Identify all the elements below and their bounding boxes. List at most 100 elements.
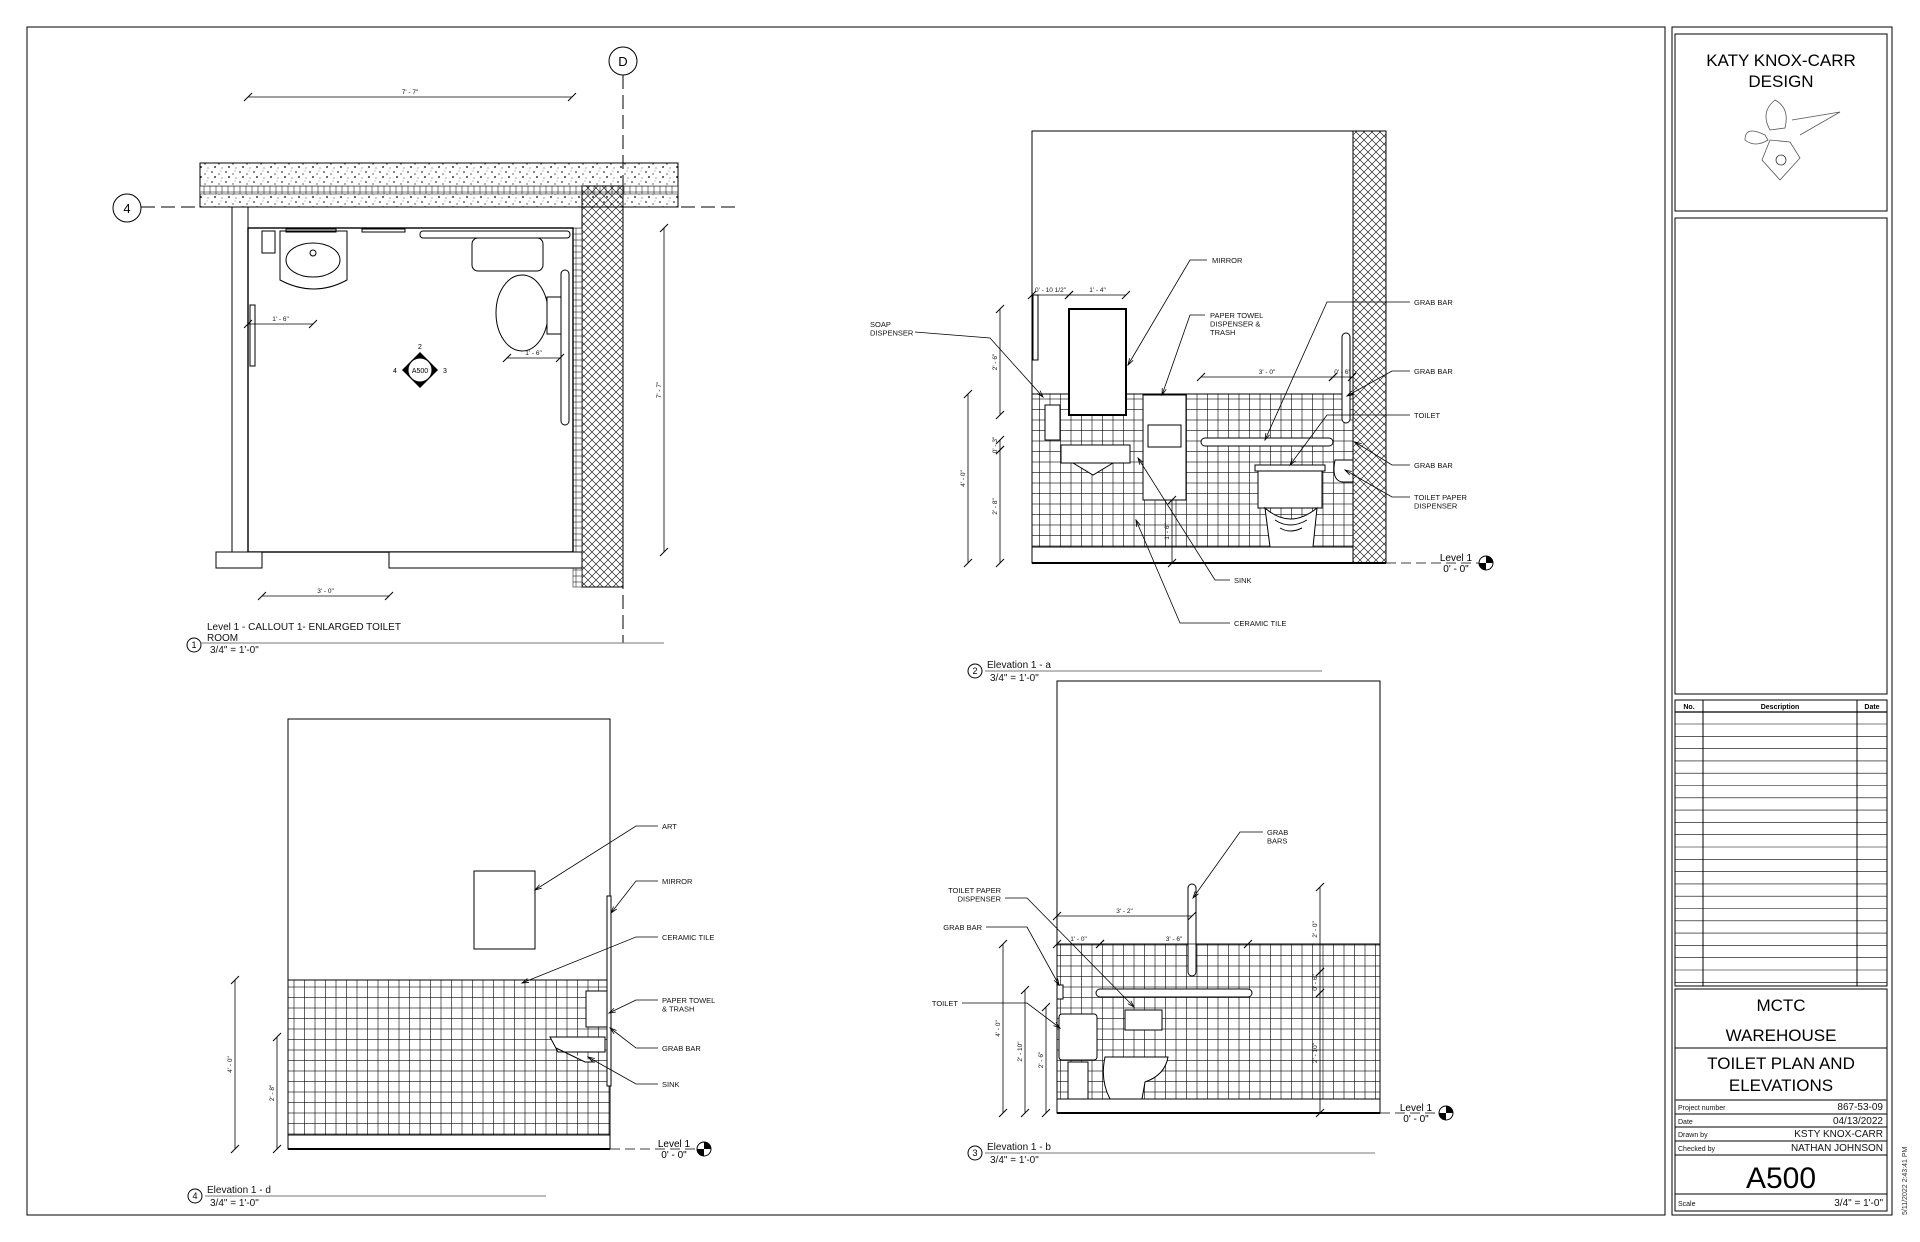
level-datum-fill bbox=[1479, 556, 1493, 570]
door-mirror bbox=[249, 304, 256, 367]
view-number-bubble bbox=[967, 663, 983, 679]
dimension: 1' - 6" bbox=[502, 350, 565, 363]
annotation-label: SINK bbox=[586, 1056, 680, 1089]
dimension-tick bbox=[1095, 939, 1105, 949]
dimension-text: 2' - 10" bbox=[1017, 1041, 1024, 1062]
view-title: Elevation 1 - b bbox=[987, 1142, 1051, 1153]
dimension-text: 4' - 0" bbox=[227, 1056, 234, 1073]
leader-arrow bbox=[1127, 1000, 1135, 1008]
leader-arrow bbox=[1137, 456, 1144, 465]
leader-line bbox=[1005, 897, 1135, 1008]
sink bbox=[279, 230, 348, 290]
leader-line bbox=[1346, 370, 1410, 397]
dimension-text: 0' - 6" bbox=[1312, 974, 1319, 991]
annotation-label: GRAB BAR bbox=[1264, 298, 1453, 442]
elevation-callout[interactable]: A500 2 3 4 bbox=[393, 344, 447, 388]
dimension-tick bbox=[1243, 939, 1253, 949]
annotation-text: SOAP bbox=[870, 320, 891, 329]
wall-tile-strip bbox=[572, 227, 583, 588]
grab-bar-vertical bbox=[1187, 883, 1197, 977]
level-name: Level 1 bbox=[658, 1139, 691, 1150]
leader-line bbox=[1289, 414, 1410, 466]
grab-bar-vertical bbox=[1341, 332, 1351, 424]
leader-arrow bbox=[1289, 458, 1296, 467]
dimension-tick bbox=[995, 558, 1005, 568]
annotation-label: GRAB BAR bbox=[608, 1027, 701, 1053]
dimension: 2' - 8" bbox=[269, 1032, 282, 1154]
dimension-tick bbox=[1027, 290, 1037, 300]
dimension-tick bbox=[659, 547, 669, 557]
annotation-text: SINK bbox=[1234, 576, 1252, 585]
dimension: 7' - 7" bbox=[656, 223, 669, 557]
annotation-label: GRAB BAR bbox=[943, 923, 1060, 987]
view-title: Elevation 1 - d bbox=[207, 1185, 271, 1196]
elevation-a-view: 2 Elevation 1 - a 3/4" = 1'-0" bbox=[967, 130, 1387, 684]
left-wall-stub bbox=[215, 551, 263, 569]
leader-arrow bbox=[520, 978, 530, 984]
annotation-label: CERAMIC TILE bbox=[1135, 518, 1286, 628]
leader-line bbox=[608, 999, 658, 1014]
annotation-text: DISPENSER bbox=[1414, 502, 1458, 511]
level-elevation: 0' - 0" bbox=[661, 1150, 687, 1161]
leader-line bbox=[914, 331, 1044, 398]
dimension: 1' - 6" bbox=[1164, 495, 1177, 568]
view-number: 3 bbox=[972, 1148, 977, 1158]
rev-col-description: Description bbox=[1761, 704, 1800, 711]
dimension-tick bbox=[1041, 1108, 1051, 1118]
rev-col-date: Date bbox=[1864, 704, 1879, 711]
dimension-tick bbox=[1041, 1002, 1051, 1012]
annotation-text: TOILET PAPER bbox=[1414, 493, 1468, 502]
dimension-text: 0' - 6" bbox=[1334, 369, 1351, 376]
sheet-number: A500 bbox=[1746, 1162, 1816, 1195]
leader-line bbox=[1354, 441, 1410, 466]
dimension-tick bbox=[502, 353, 512, 363]
annotation-text: TOILET bbox=[1414, 411, 1441, 420]
annotation-label: MIRROR bbox=[1127, 256, 1243, 367]
dimension-tick bbox=[567, 92, 577, 102]
annotation-text: GRAB bbox=[1267, 828, 1288, 837]
annotation-text: DISPENSER & bbox=[1210, 320, 1260, 329]
sheet-border bbox=[26, 26, 1666, 1216]
tp-dispenser bbox=[1124, 1009, 1163, 1031]
annotation-text: TOILET PAPER bbox=[948, 886, 1002, 895]
leader-line bbox=[986, 926, 1060, 986]
leader-line bbox=[1135, 519, 1230, 624]
ceramic-tile bbox=[287, 979, 611, 1136]
dimension-tick bbox=[1052, 911, 1062, 921]
annotation-label: TOILET bbox=[1289, 411, 1441, 467]
dimension-text: 7' - 7" bbox=[656, 381, 663, 398]
firm-name: KATY KNOX-CARR bbox=[1706, 51, 1856, 70]
dimension-tick bbox=[1328, 372, 1338, 382]
revision-table: No. Description Date bbox=[1674, 699, 1888, 987]
dimension: 3' - 0" bbox=[1196, 369, 1338, 382]
dimension-tick bbox=[1196, 372, 1206, 382]
annotation-label: GRAB BAR bbox=[1353, 441, 1453, 470]
dimension-tick bbox=[963, 389, 973, 399]
annotation-label: GRAB BAR bbox=[1345, 367, 1453, 397]
dimension: 2' - 10" bbox=[1312, 988, 1325, 1118]
sheet-title: TOILET PLAN AND bbox=[1707, 1054, 1855, 1073]
annotation-text: DISPENSER bbox=[958, 895, 1002, 904]
dimension: 4' - 0" bbox=[227, 975, 240, 1154]
dimension: 2' - 6" bbox=[992, 304, 1005, 420]
dimension-text: 1' - 6" bbox=[272, 316, 289, 323]
view-scale: 3/4" = 1'-0" bbox=[990, 1155, 1039, 1166]
dimension-tick bbox=[308, 319, 318, 329]
annotation-text: TRASH bbox=[1210, 328, 1235, 337]
dimension-tick bbox=[1315, 1108, 1325, 1118]
leader-arrow bbox=[610, 906, 617, 915]
dimension-text: 0' - 10 1/2" bbox=[1035, 287, 1067, 294]
dimension: 3' - 2" bbox=[1052, 908, 1197, 921]
annotation-label: ART bbox=[533, 822, 677, 891]
paper-towel-dispenser bbox=[1142, 394, 1187, 501]
dimension-tick bbox=[1315, 967, 1325, 977]
dimension-tick bbox=[998, 1108, 1008, 1118]
masonry-column bbox=[1352, 130, 1387, 564]
mirror bbox=[1068, 308, 1127, 416]
grab-bar-horizontal bbox=[1200, 437, 1334, 447]
annotation-label: SINK bbox=[1137, 456, 1252, 585]
dimension: 1' - 4" bbox=[1064, 287, 1131, 300]
dimension-text: 3' - 0" bbox=[1259, 369, 1276, 376]
